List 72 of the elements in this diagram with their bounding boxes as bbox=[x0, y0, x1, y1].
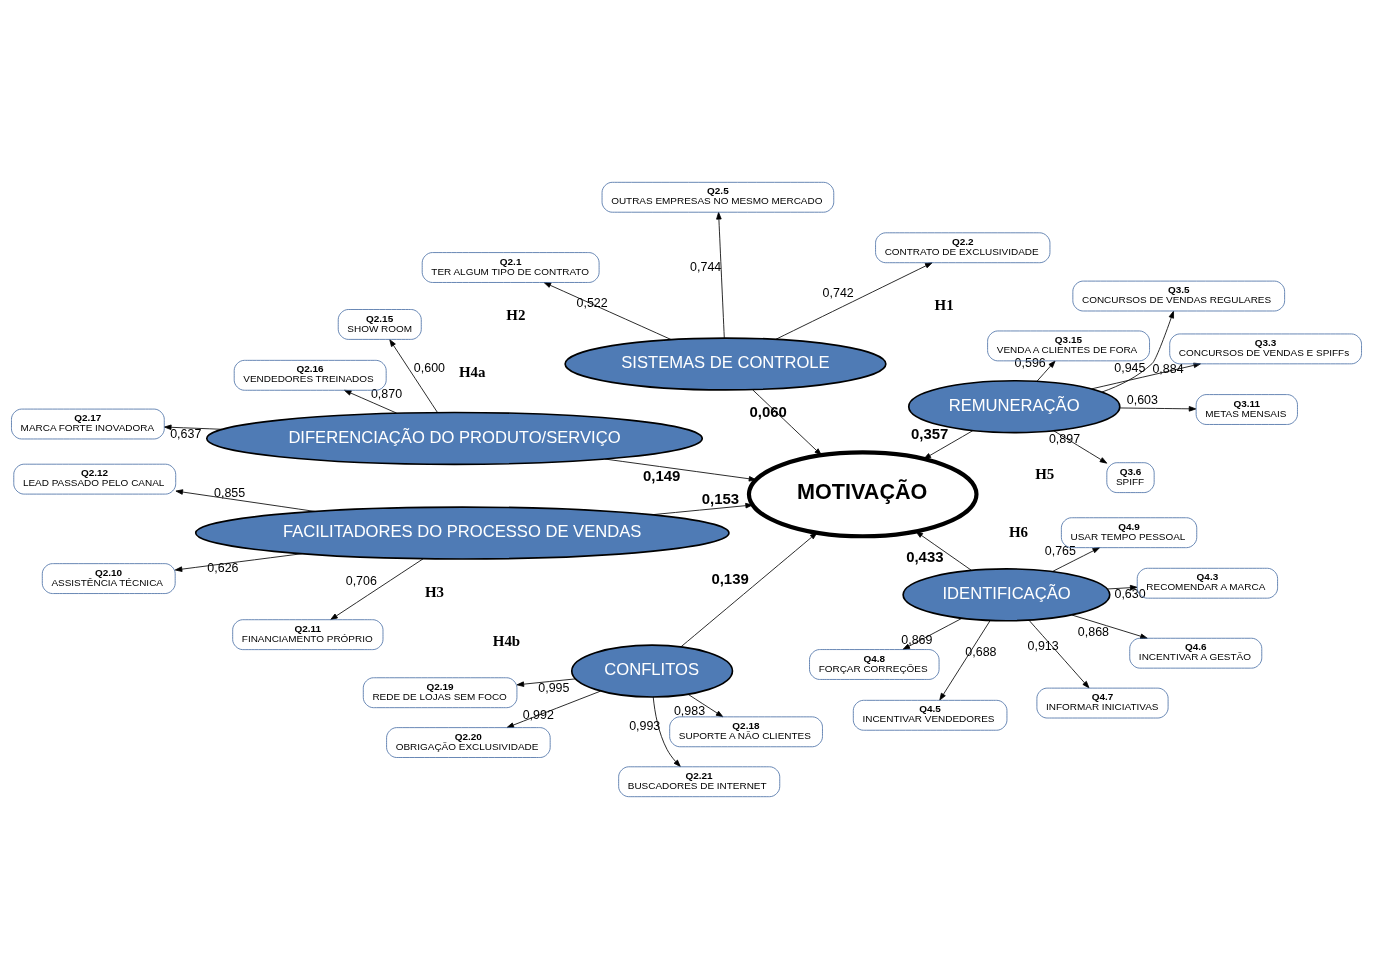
edge-label: 0,993 bbox=[629, 718, 661, 733]
arrow bbox=[775, 261, 933, 340]
arrow bbox=[716, 211, 725, 338]
edge-label: 0,868 bbox=[1077, 624, 1109, 639]
label: H5 bbox=[1035, 465, 1055, 482]
arrow bbox=[330, 557, 424, 620]
edge-label: 0,637 bbox=[170, 426, 202, 441]
node-box: Q2.18 SUPORTE A NÃO CLIENTES bbox=[669, 715, 823, 747]
arrow bbox=[1119, 405, 1197, 412]
node-box: Q4.7 INFORMAR INICIATIVAS bbox=[1036, 687, 1169, 718]
node-box: Q4.6 INCENTIVAR A GESTÃO bbox=[1129, 637, 1263, 669]
edge-label: 0,626 bbox=[207, 560, 239, 575]
label: H3 bbox=[424, 583, 444, 600]
label: H1 bbox=[934, 296, 954, 313]
edge-label: 0,913 bbox=[1027, 638, 1059, 653]
arrow bbox=[174, 552, 303, 572]
node-box: Q2.10 ASSISTÊNCIA TÉCNICA bbox=[41, 562, 176, 594]
arrow bbox=[1101, 310, 1174, 392]
node-box: Q3.6 SPIFF bbox=[1106, 461, 1155, 493]
node-ellipse: SISTEMAS DE CONTROLE bbox=[564, 336, 887, 391]
node-ellipse: CONFLITOS bbox=[570, 643, 734, 698]
arrow bbox=[1071, 614, 1148, 639]
edge-label: 0,433 bbox=[906, 547, 944, 565]
arrow bbox=[1036, 360, 1056, 382]
node-ellipse: IDENTIFICAÇÃO bbox=[902, 567, 1111, 622]
node-box: Q2.2 CONTRATO DE EXCLUSIVIDADE bbox=[875, 231, 1051, 263]
arrow bbox=[652, 696, 681, 767]
node-box: Q2.20 OBRIGAÇÃO EXCLUSIVIDADE bbox=[386, 726, 551, 758]
arrow bbox=[687, 693, 724, 717]
node-box: Q4.8 FORÇAR CORREÇÕES bbox=[809, 648, 940, 680]
node-box: Q2.1 TER ALGUM TIPO DE CONTRATO bbox=[421, 251, 600, 283]
arrow bbox=[389, 338, 438, 413]
arrow bbox=[915, 530, 972, 571]
arrow bbox=[516, 677, 576, 687]
edge-label: 0,945 bbox=[1114, 360, 1146, 375]
edge-label: 0,600 bbox=[413, 360, 445, 375]
edge-label: 0,744 bbox=[690, 259, 722, 274]
edge-label: 0,688 bbox=[965, 644, 997, 659]
arrow bbox=[680, 531, 818, 647]
node-box: Q2.19 REDE DE LOJAS SEM FOCO bbox=[362, 676, 518, 708]
node-box: Q2.5 OUTRAS EMPRESAS NO MESMO MERCADO bbox=[601, 181, 835, 213]
node-box: Q3.11 METAS MENSAIS bbox=[1195, 393, 1298, 425]
label: H4b bbox=[492, 632, 521, 649]
label: H2 bbox=[506, 306, 526, 323]
arrow bbox=[752, 388, 822, 455]
edge-label: 0,139 bbox=[711, 569, 749, 587]
arrow bbox=[543, 281, 672, 340]
node-box: Q2.12 LEAD PASSADO PELO CANAL bbox=[13, 463, 177, 494]
edge-label: 0,149 bbox=[642, 465, 681, 483]
node-box: Q2.11 FINANCIAMENTO PRÓPRIO bbox=[232, 618, 384, 650]
node-box: Q2.21 BUSCADORES DE INTERNET bbox=[618, 765, 781, 797]
arrow bbox=[939, 619, 991, 700]
edge-label: 0,884 bbox=[1152, 361, 1184, 376]
label: H6 bbox=[1008, 523, 1029, 540]
edge-label: 0,855 bbox=[214, 485, 246, 500]
arrow bbox=[1028, 619, 1090, 688]
edge-label: 0,630 bbox=[1114, 586, 1146, 601]
node-ellipse: DIFERENCIAÇÃO DO PRODUTO/SERVIÇO bbox=[205, 411, 704, 465]
label: H4a bbox=[458, 363, 486, 380]
node-box: Q2.17 MARCA FORTE INOVADORA bbox=[11, 408, 165, 439]
edge-label: 0,153 bbox=[701, 489, 740, 507]
edge-label: 0,983 bbox=[673, 703, 706, 718]
edge-label: 0,706 bbox=[345, 573, 377, 588]
edge-label: 0,603 bbox=[1126, 392, 1158, 407]
edge-label: 0,742 bbox=[822, 285, 854, 300]
node-box: Q3.5 CONCURSOS DE VENDAS REGULARES bbox=[1072, 280, 1286, 311]
arrow bbox=[1052, 546, 1100, 572]
node-box: Q3.3 CONCURSOS DE VENDAS E SPIFFs bbox=[1169, 333, 1362, 364]
node-box: Q2.15 SHOW ROOM bbox=[337, 308, 422, 340]
arrow bbox=[1106, 584, 1138, 590]
edge-label: 0,995 bbox=[538, 680, 570, 695]
node-box: Q4.5 INCENTIVAR VENDEDORES bbox=[852, 699, 1008, 731]
